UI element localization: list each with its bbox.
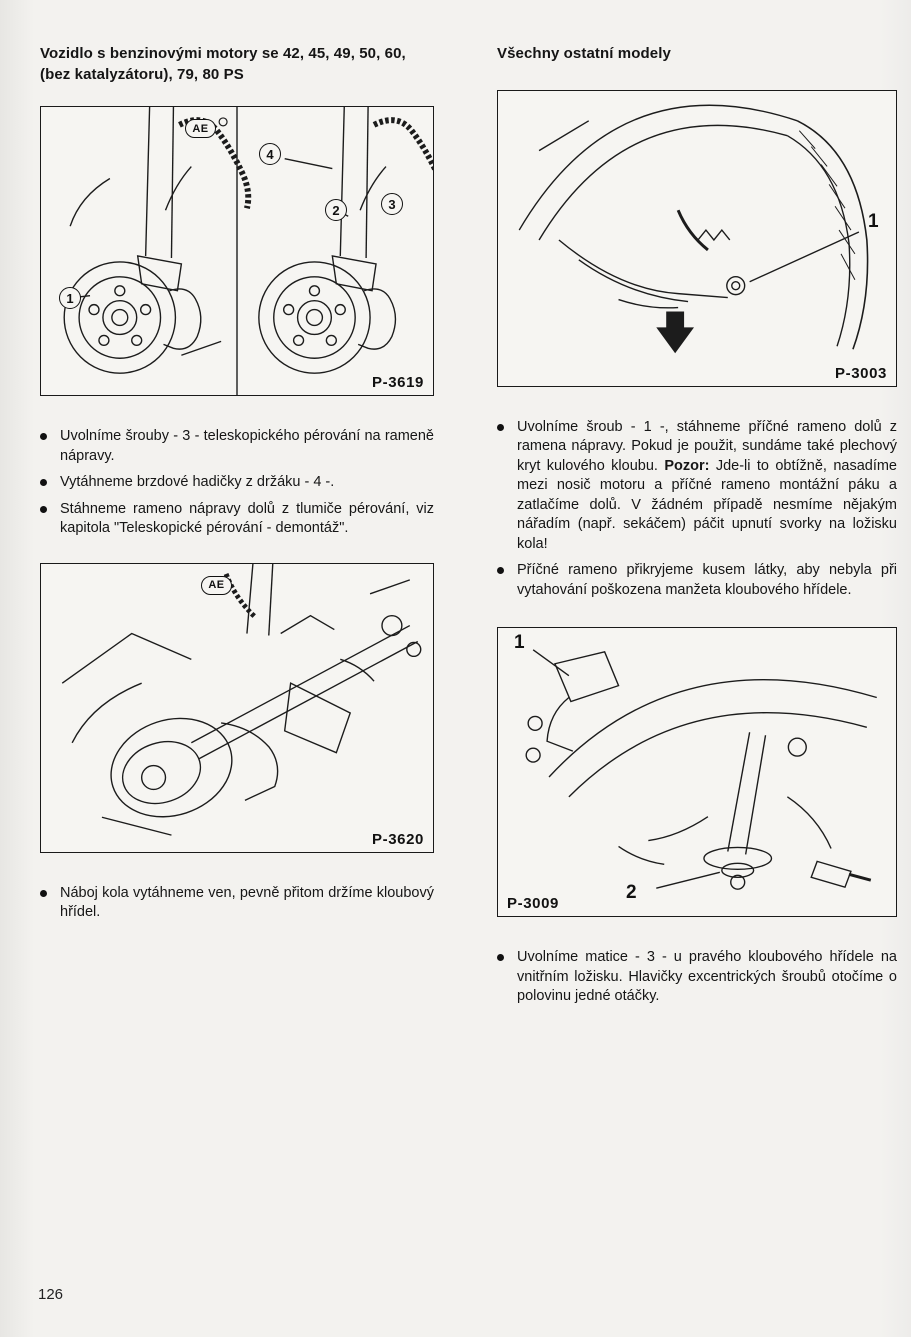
instruction-text-after: Jde-li to obtížně, nasadíme mezi nosič m… (517, 457, 897, 552)
figure-label-p3009: P-3009 (507, 895, 559, 913)
bullet-dot (40, 889, 47, 897)
instruction-text: Uvolníme matice - 3 - u pravého kloubové… (517, 949, 897, 1005)
callout-1-icon: 1 (59, 287, 81, 310)
right-instructions: Uvolníme šroub - 1 -, stáhneme příčné ra… (497, 418, 897, 601)
callout-1: 1 (514, 632, 525, 654)
bullet-dot (497, 567, 504, 575)
left-column: Vozidlo s benzinovými motory se 42, 45, … (40, 44, 434, 930)
figure-label-p3620: P-3620 (372, 830, 424, 848)
right-column: Všechny ostatní modely (497, 44, 897, 1014)
callout-2-icon: 2 (325, 199, 347, 222)
callout-ae: AE (185, 119, 216, 139)
instruction-text: Stáhneme rameno nápravy dolů z tlumiče p… (60, 500, 434, 537)
figure-p3619: AE 1 4 2 3 P-3619 (40, 106, 434, 397)
warning-label: Pozor: (664, 457, 710, 474)
right-instructions-2: Uvolníme matice - 3 - u pravého kloubové… (497, 948, 897, 1007)
axle-assembly-drawing (61, 563, 422, 836)
instruction-text-before: Uvolníme šroub - 1 -, stáhneme příčné ra… (517, 418, 897, 474)
left-column-heading: Vozidlo s benzinovými motory se 42, 45, … (40, 45, 406, 83)
right-column-heading: Všechny ostatní modely (497, 45, 671, 62)
instruction-item: Náboj kola vytáhneme ven, pevně přitom d… (40, 884, 434, 923)
strut-bearing-drawing (525, 649, 877, 891)
callout-2: 2 (626, 882, 637, 904)
callout-ae: AE (201, 575, 232, 595)
left-instructions-2: Náboj kola vytáhneme ven, pevně přitom d… (40, 884, 434, 923)
instruction-item: Uvolníme matice - 3 - u pravého kloubové… (497, 948, 897, 1007)
instruction-item: Uvolníme šrouby - 3 - teleskopického pér… (40, 427, 434, 466)
bullet-dot (497, 423, 504, 431)
left-instructions: Uvolníme šrouby - 3 - teleskopického pér… (40, 427, 434, 539)
instruction-text: Uvolníme šroub - 1 -, stáhneme příčné ra… (517, 418, 897, 555)
figure-p3009: 1 2 P-3009 (497, 627, 897, 918)
instruction-item: Stáhneme rameno nápravy dolů z tlumiče p… (40, 500, 434, 539)
figure-p3003: 1 P-3003 (497, 89, 897, 387)
instruction-text: Náboj kola vytáhneme ven, pevně přitom d… (60, 884, 434, 921)
page-number: 126 (38, 1286, 64, 1303)
instruction-text: Uvolníme šrouby - 3 - teleskopického pér… (60, 428, 434, 464)
bullet-dot (40, 505, 47, 513)
instruction-item: Příčné rameno přikryjeme kusem látky, ab… (497, 561, 897, 600)
callout-1: 1 (868, 210, 879, 232)
control-arm-drawing (518, 104, 869, 353)
bullet-dot (40, 433, 47, 441)
instruction-item: Uvolníme šroub - 1 -, stáhneme příčné ra… (497, 418, 897, 555)
instruction-item: Vytáhneme brzdové hadičky z držáku - 4 -… (40, 473, 434, 493)
instruction-text: Vytáhneme brzdové hadičky z držáku - 4 -… (60, 474, 335, 491)
bullet-dot (40, 479, 47, 487)
figure-p3620: AE P-3620 (40, 562, 434, 853)
callout-4-icon: 4 (259, 143, 281, 166)
callout-3-icon: 3 (381, 193, 403, 216)
bullet-dot (497, 954, 504, 962)
figure-label-p3619: P-3619 (372, 374, 424, 392)
instruction-text: Příčné rameno přikryjeme kusem látky, ab… (517, 562, 897, 598)
figure-label-p3003: P-3003 (835, 364, 887, 382)
brake-strut-drawing (63, 107, 433, 396)
